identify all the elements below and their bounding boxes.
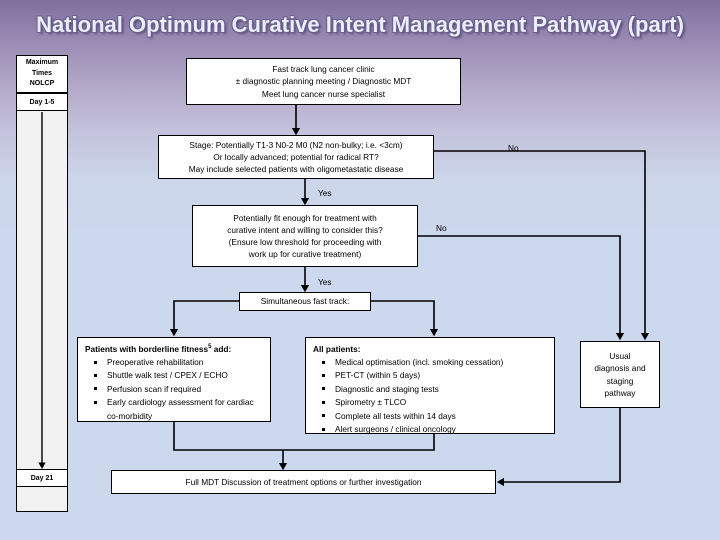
usual-line-2: diagnosis and — [594, 363, 646, 374]
timeline-marker-day1: Day 1-5 — [16, 93, 68, 111]
borderline-heading-suffix: add: — [211, 344, 232, 354]
edge-label-fitness-yes: Yes — [318, 277, 332, 287]
fitness-line-3: (Ensure low threshold for proceeding wit… — [228, 237, 382, 247]
list-item: Shuttle walk test / CPEX / ECHO — [85, 369, 264, 382]
fast-track-clinic-box: Fast track lung cancer clinic ± diagnost… — [186, 58, 461, 105]
fitness-line-1: Potentially fit enough for treatment wit… — [233, 212, 377, 223]
list-item: Spirometry ± TLCO — [313, 396, 548, 409]
timeline-header-line-2: Times — [31, 69, 53, 77]
full-mdt-label: Full MDT Discussion of treatment options… — [185, 476, 422, 487]
timeline-header-line-1: Maximum — [25, 59, 59, 67]
timeline-header: Maximum Times NOLCP — [16, 55, 68, 93]
all-patients-box: All patients: Medical optimisation (incl… — [305, 337, 555, 434]
timeline-header-line-3: NOLCP — [29, 80, 55, 88]
usual-pathway-box: Usual diagnosis and staging pathway — [580, 341, 660, 408]
stage-line-2: Or locally advanced; potential for radic… — [213, 151, 379, 162]
borderline-heading: Patients with borderline fitness5 add: — [85, 343, 264, 355]
borderline-heading-superscript: 5 — [208, 344, 212, 351]
stage-line-3: May include selected patients with oligo… — [188, 164, 404, 174]
timeline-column — [16, 55, 68, 512]
fitness-line-2: curative intent and willing to consider … — [227, 224, 383, 235]
edge-label-fitness-no: No — [436, 223, 447, 233]
edge-label-stage-yes: Yes — [318, 188, 332, 198]
fitness-decision-box: Potentially fit enough for treatment wit… — [192, 205, 418, 267]
all-patients-heading: All patients: — [313, 344, 361, 354]
full-mdt-box: Full MDT Discussion of treatment options… — [111, 470, 496, 494]
clinic-line-2: ± diagnostic planning meeting / Diagnost… — [235, 76, 412, 87]
borderline-items-list: Preoperative rehabilitation Shuttle walk… — [85, 356, 264, 423]
simultaneous-label: Simultaneous fast track: — [260, 296, 350, 307]
stage-line-1: Stage: Potentially T1-3 N0-2 M0 (N2 non-… — [189, 139, 403, 150]
usual-line-4: pathway — [604, 387, 636, 398]
clinic-line-1: Fast track lung cancer clinic — [272, 64, 375, 75]
timeline-marker-day21: Day 21 — [16, 469, 68, 487]
stage-decision-box: Stage: Potentially T1-3 N0-2 M0 (N2 non-… — [158, 135, 434, 179]
list-item: Perfusion scan if required — [85, 383, 264, 396]
list-item: Medical optimisation (incl. smoking cess… — [313, 356, 548, 369]
borderline-fitness-box: Patients with borderline fitness5 add: P… — [77, 337, 271, 422]
simultaneous-fast-track-box: Simultaneous fast track: — [239, 292, 371, 311]
clinic-line-3: Meet lung cancer nurse specialist — [261, 88, 386, 99]
edge-label-stage-no: No — [508, 143, 519, 153]
page-title: National Optimum Curative Intent Managem… — [36, 12, 684, 37]
borderline-heading-text: Patients with borderline fitness — [85, 344, 209, 354]
list-item: Preoperative rehabilitation — [85, 356, 264, 369]
list-item: PET-CT (within 5 days) — [313, 369, 548, 382]
list-item: Early cardiology assessment for cardiac … — [85, 396, 264, 423]
fitness-line-4: work up for curative treatment) — [248, 249, 362, 260]
list-item: Alert surgeons / clinical oncology — [313, 423, 548, 436]
list-item: Complete all tests within 14 days — [313, 410, 548, 423]
list-item: Diagnostic and staging tests — [313, 383, 548, 396]
all-patients-items-list: Medical optimisation (incl. smoking cess… — [313, 356, 548, 437]
usual-line-3: staging — [606, 375, 634, 386]
usual-line-1: Usual — [609, 351, 631, 362]
